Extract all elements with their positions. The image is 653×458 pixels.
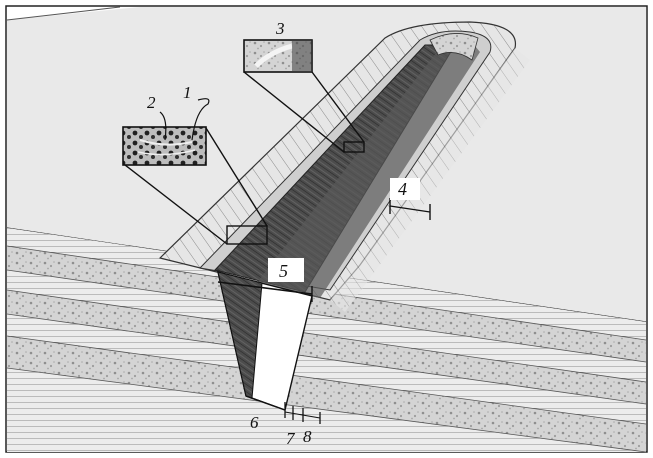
label-3: 3 (275, 19, 285, 38)
label-2: 2 (147, 93, 156, 112)
dimension-marker-5 (217, 258, 313, 302)
label-7: 7 (286, 429, 296, 448)
magnifier-inset-3 (243, 39, 365, 153)
label-1: 1 (183, 83, 192, 102)
trench-right-strip (330, 48, 530, 312)
dimension-marker-6-7-8 (245, 395, 321, 424)
label-5: 5 (279, 261, 288, 281)
dimension-marker-4 (389, 178, 431, 220)
trench-end-cap (429, 33, 479, 61)
trench-floor (255, 40, 480, 298)
magnifier-inset-1-2 (122, 98, 268, 245)
label-8: 8 (303, 427, 312, 446)
label-4: 4 (398, 179, 407, 199)
label-6: 6 (250, 413, 259, 432)
soil-layers (6, 228, 647, 453)
surface-edge-line (6, 6, 121, 21)
